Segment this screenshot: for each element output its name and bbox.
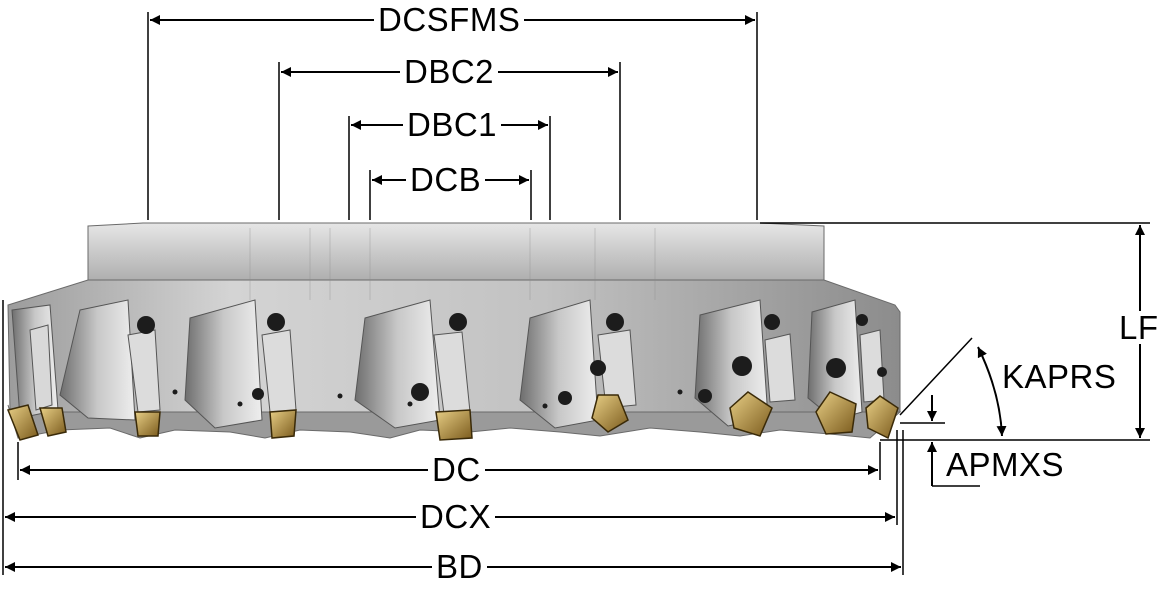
kaprs-angle-leg — [899, 337, 973, 416]
dcsfms-label: DCSFMS — [374, 3, 525, 36]
dbc1-label: DBC1 — [403, 108, 502, 141]
dcb-label: DCB — [406, 163, 486, 196]
dcx-label: DCX — [416, 500, 496, 533]
apmxs-label: APMXS — [946, 446, 1065, 483]
bd-label: BD — [432, 550, 487, 583]
lf-label: LF — [1117, 309, 1161, 346]
cutter-body — [6, 222, 902, 441]
kaprs-angle-arc — [977, 346, 1007, 437]
dc-label: DC — [428, 453, 485, 486]
dbc2-label: DBC2 — [400, 55, 499, 88]
kaprs-label: KAPRS — [1000, 358, 1119, 395]
